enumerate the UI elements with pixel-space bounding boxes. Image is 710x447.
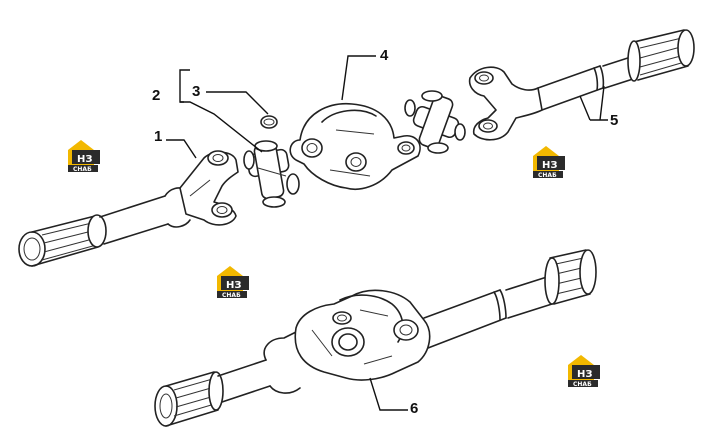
svg-text:НЗ: НЗ	[542, 160, 557, 171]
snap-ring	[260, 115, 278, 129]
callout-5: 5	[610, 112, 618, 129]
callout-4: 4	[380, 47, 389, 64]
watermark-logo: НЗ СНАБ	[533, 146, 565, 179]
svg-text:НЗ: НЗ	[77, 154, 92, 165]
svg-text:СНАБ: СНАБ	[538, 172, 557, 179]
right-axle-shaft	[468, 29, 695, 141]
center-coupling-yoke	[289, 102, 421, 190]
svg-text:НЗ: НЗ	[577, 369, 592, 380]
left-axle-shaft	[18, 150, 239, 267]
callout-3: 3	[192, 83, 200, 100]
universal-joint-cross-left	[243, 140, 300, 208]
callout-2: 2	[152, 87, 160, 104]
watermark-logo: НЗ СНАБ	[568, 355, 600, 388]
watermark-logo: НЗ СНАБ	[217, 266, 249, 299]
callout-6: 6	[410, 400, 418, 417]
callout-1: 1	[154, 128, 162, 145]
svg-text:НЗ: НЗ	[226, 280, 241, 291]
watermark-logo: НЗ СНАБ	[68, 140, 100, 173]
svg-text:СНАБ: СНАБ	[222, 292, 241, 299]
svg-text:СНАБ: СНАБ	[573, 381, 592, 388]
assembled-axle-shaft	[154, 249, 597, 427]
callout-leaders	[166, 55, 608, 411]
svg-text:СНАБ: СНАБ	[73, 166, 92, 173]
universal-joint-cross-right	[404, 90, 466, 154]
